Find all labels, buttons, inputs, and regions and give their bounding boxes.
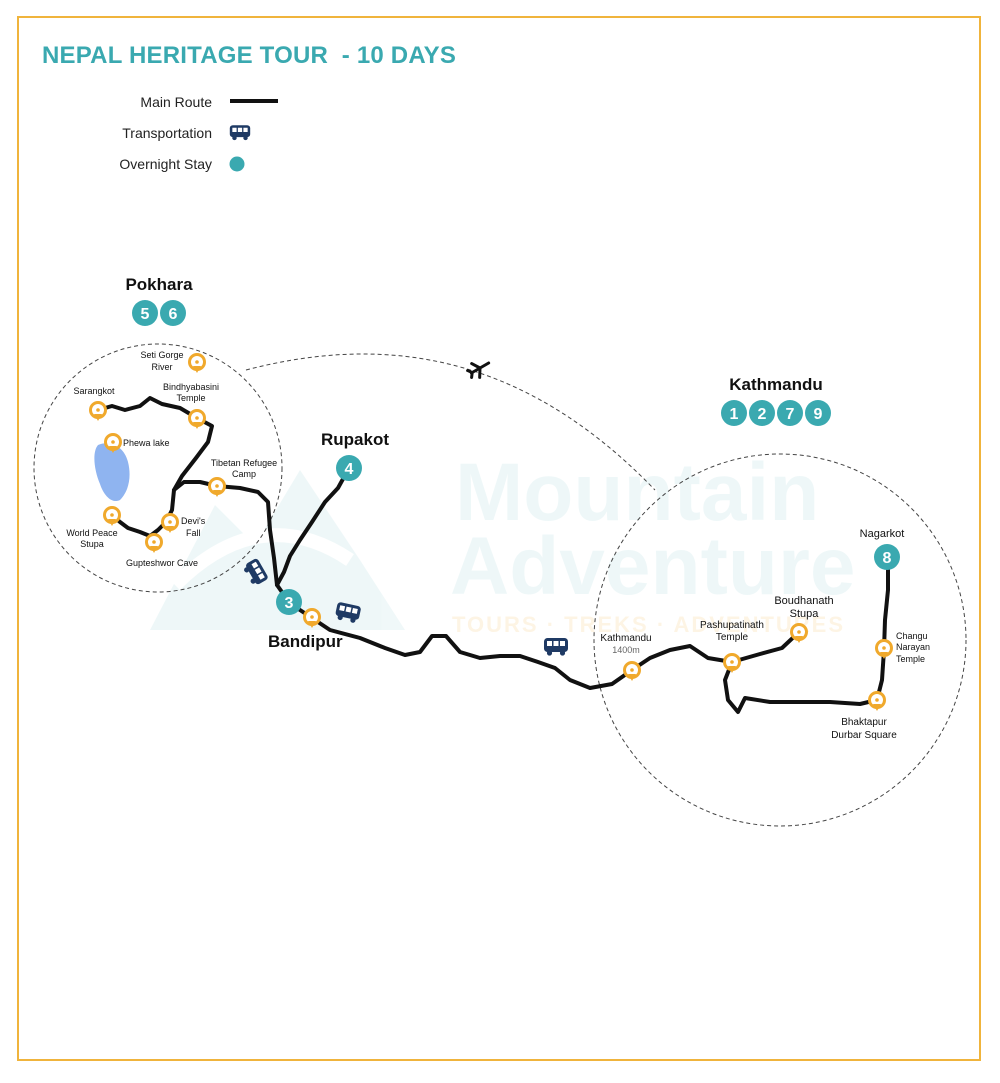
day-badge-9	[805, 400, 831, 426]
day-badge-2-label: 2	[758, 406, 767, 423]
label-bindhyabasini-1: Bindhyabasini	[163, 382, 219, 392]
pokhara-region-name: Pokhara	[125, 275, 193, 294]
day-badge-3-label: 3	[285, 595, 294, 612]
pin-changu-narayan	[875, 639, 893, 661]
flight-path	[245, 353, 656, 491]
label-bhaktapur-2: Durbar Square	[831, 730, 897, 741]
pin-world-peace-stupa	[103, 506, 121, 528]
day-badge-4	[336, 455, 362, 481]
label-world-peace-1: World Peace	[66, 528, 117, 538]
bus-icon	[229, 125, 251, 141]
legend-main-route-label: Main Route	[140, 94, 212, 110]
main-route	[96, 396, 890, 714]
page-title: NEPAL HERITAGE TOUR - 10 DAYS	[42, 42, 457, 69]
label-changu-2: Narayan	[896, 642, 930, 652]
day-badge-5-label: 5	[141, 306, 150, 323]
bus-icon-kathmandu-approach	[544, 638, 568, 656]
pin-bhaktapur	[868, 691, 886, 713]
label-kathmandu-altitude: 1400m	[612, 645, 640, 655]
phewa-lake-shape	[94, 443, 130, 502]
kathmandu-region-circle	[593, 453, 967, 827]
legend-transportation-label: Transportation	[122, 125, 212, 141]
label-seti-1: Seti Gorge	[140, 350, 183, 360]
watermark-line-3: TOURS · TREKS · ADVENTURES	[452, 612, 845, 637]
bandipur-name: Bandipur	[268, 632, 343, 651]
day-badge-6-label: 6	[169, 306, 178, 323]
day-badge-4-label: 4	[345, 461, 354, 478]
day-badge-7	[777, 400, 803, 426]
airplane-icon	[466, 361, 491, 379]
pin-gupteshwor-cave	[145, 533, 163, 555]
day-badge-8	[874, 544, 900, 570]
label-kathmandu-city: Kathmandu	[600, 633, 651, 644]
label-changu-1: Changu	[896, 631, 928, 641]
pin-sarangkot	[89, 401, 107, 423]
watermark-line-1: Mountain	[455, 447, 819, 538]
label-boudhanath-2: Stupa	[790, 608, 820, 620]
label-gupteshwor: Gupteshwor Cave	[126, 558, 198, 568]
day-badge-1-label: 1	[730, 406, 739, 423]
pin-tibetan-camp	[208, 477, 226, 499]
overnight-stay-dot-icon	[229, 156, 245, 172]
legend-overnight-label: Overnight Stay	[119, 156, 212, 172]
pin-boudhanath	[790, 623, 808, 645]
label-devis-2: Fall	[186, 528, 201, 538]
pin-devis-fall	[161, 513, 179, 535]
label-boudhanath-1: Boudhanath	[774, 595, 833, 607]
day-badge-7-label: 7	[786, 406, 795, 423]
day-badge-9-label: 9	[814, 406, 823, 423]
watermark-line-2: Adventure	[450, 521, 856, 612]
day-badge-3	[276, 589, 302, 615]
label-pashupatinath-2: Temple	[716, 632, 749, 643]
pin-seti-gorge	[188, 353, 206, 375]
day-badge-6	[160, 300, 186, 326]
label-phewa: Phewa lake	[123, 438, 170, 448]
day-badge-1	[721, 400, 747, 426]
label-tibetan-2: Camp	[232, 469, 256, 479]
label-sarangkot: Sarangkot	[73, 386, 115, 396]
label-world-peace-2: Stupa	[80, 539, 104, 549]
label-devis-1: Devi's	[181, 516, 206, 526]
label-tibetan-1: Tibetan Refugee	[211, 458, 277, 468]
rupakot-name: Rupakot	[321, 430, 389, 449]
day-badge-2	[749, 400, 775, 426]
label-seti-2: River	[151, 362, 172, 372]
label-changu-3: Temple	[896, 654, 925, 664]
pin-bindhyabasini	[188, 409, 206, 431]
pokhara-region-circle	[33, 343, 283, 593]
day-badge-8-label: 8	[883, 550, 892, 567]
label-bindhyabasini-2: Temple	[176, 393, 205, 403]
nagarkot-name: Nagarkot	[860, 528, 905, 540]
day-badge-5	[132, 300, 158, 326]
pin-kathmandu-city	[623, 661, 641, 683]
kathmandu-region-name: Kathmandu	[729, 375, 823, 394]
label-pashupatinath-1: Pashupatinath	[700, 620, 764, 631]
label-bhaktapur-1: Bhaktapur	[841, 717, 887, 728]
map-frame	[17, 16, 981, 1061]
